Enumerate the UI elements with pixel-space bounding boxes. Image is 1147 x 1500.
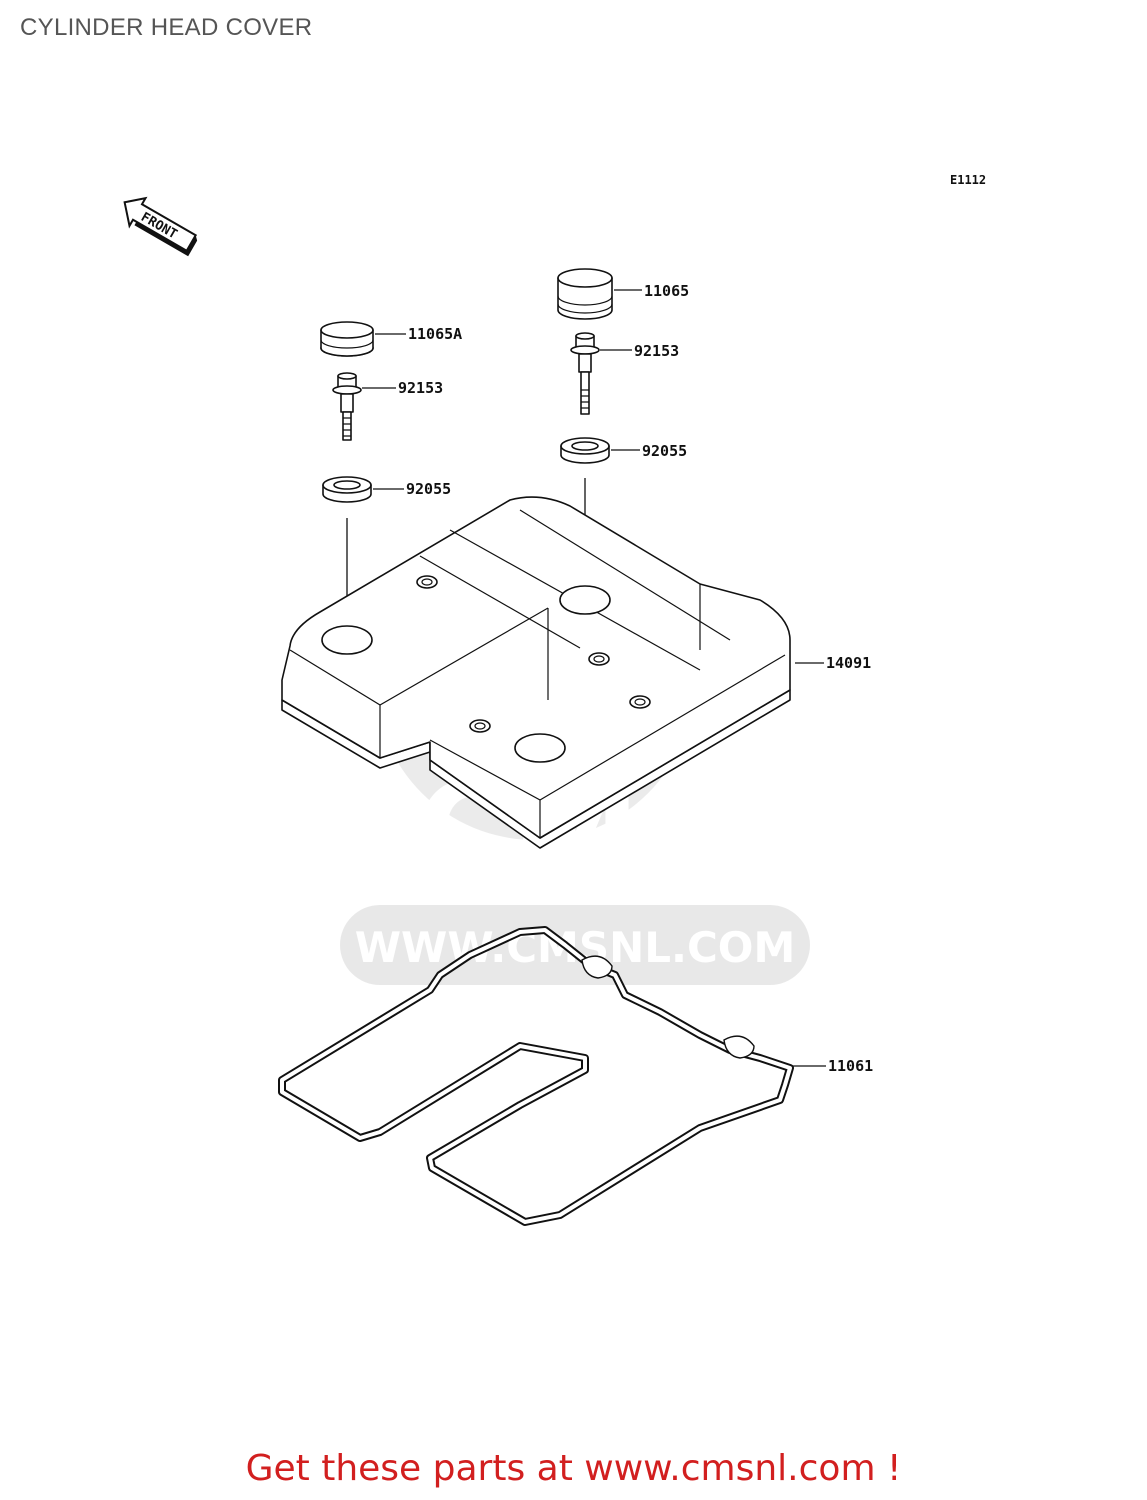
cap-right: 11065	[557, 268, 689, 320]
cover-hole-front-right	[514, 733, 566, 763]
page-title: CYLINDER HEAD COVER	[20, 14, 313, 41]
part-label-gasket: 11061	[828, 1057, 873, 1075]
cylinder-head-cover: 14091	[281, 496, 871, 849]
part-label-bolt-right: 92153	[634, 342, 679, 360]
front-arrow-icon: FRONT	[123, 196, 198, 257]
parts-diagram: CMS WWW.CMSNL.COM E1112 FRONT 11065A 921…	[123, 173, 986, 1226]
part-label-washer-right: 92055	[642, 442, 687, 460]
bolt-left: 92153	[332, 372, 443, 441]
diagram-code: E1112	[950, 173, 986, 187]
bolt-right: 92153	[570, 332, 679, 415]
watermark-url: WWW.CMSNL.COM	[355, 923, 796, 972]
footer-cta[interactable]: Get these parts at www.cmsnl.com !	[245, 1448, 902, 1489]
washer-right: 92055	[560, 437, 687, 595]
washer-left: 92055	[322, 476, 451, 640]
cover-hole-rear-right	[559, 585, 611, 615]
part-label-washer-left: 92055	[406, 480, 451, 498]
part-label-cap-right: 11065	[644, 282, 689, 300]
part-label-bolt-left: 92153	[398, 379, 443, 397]
part-label-cover: 14091	[826, 654, 871, 672]
part-label-cap-left: 11065A	[408, 325, 462, 343]
cover-hole-front-left	[321, 625, 373, 655]
cover-gasket: 11061	[278, 926, 873, 1226]
cap-left: 11065A	[320, 321, 462, 357]
